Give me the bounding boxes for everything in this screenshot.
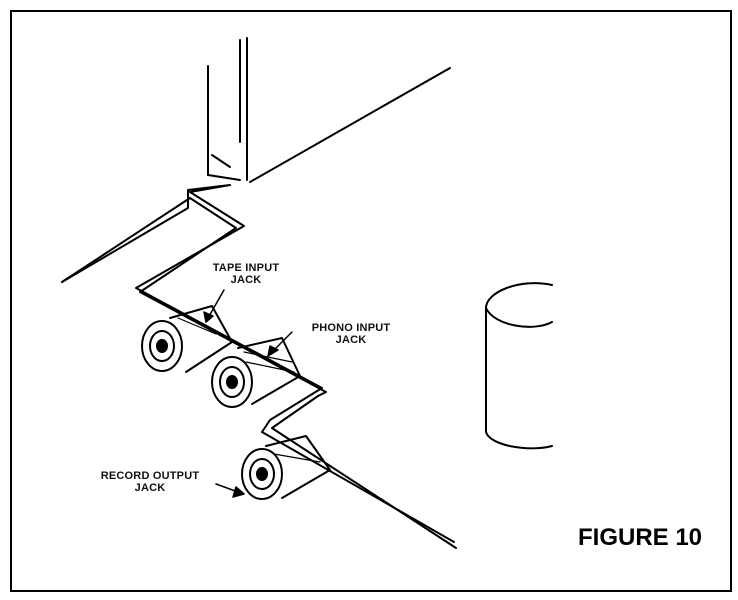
record-output-label-line1: RECORD OUTPUT: [100, 470, 200, 482]
tape-input-arrow: [207, 289, 225, 319]
chassis-edge: [61, 184, 457, 549]
rear-panel: [207, 37, 451, 183]
record-output-jack: [241, 435, 331, 500]
cylinder-component: [485, 282, 553, 450]
tape-input-label: TAPE INPUT JACK: [196, 262, 296, 286]
phono-input-jack: [211, 337, 301, 408]
phono-input-label-line2: JACK: [335, 334, 367, 346]
tape-input-jack: [141, 305, 233, 373]
record-output-label-line2: JACK: [134, 482, 166, 494]
phono-input-label-line1: PHONO INPUT: [311, 322, 391, 334]
leader-arrows: [203, 289, 293, 498]
figure-border: [10, 10, 732, 592]
figure-caption: FIGURE 10: [578, 524, 703, 551]
tape-input-label-line2: JACK: [230, 274, 262, 286]
phono-input-label: PHONO INPUT JACK: [296, 322, 406, 346]
tape-input-label-line1: TAPE INPUT: [212, 262, 280, 274]
record-output-label: RECORD OUTPUT JACK: [80, 470, 220, 494]
